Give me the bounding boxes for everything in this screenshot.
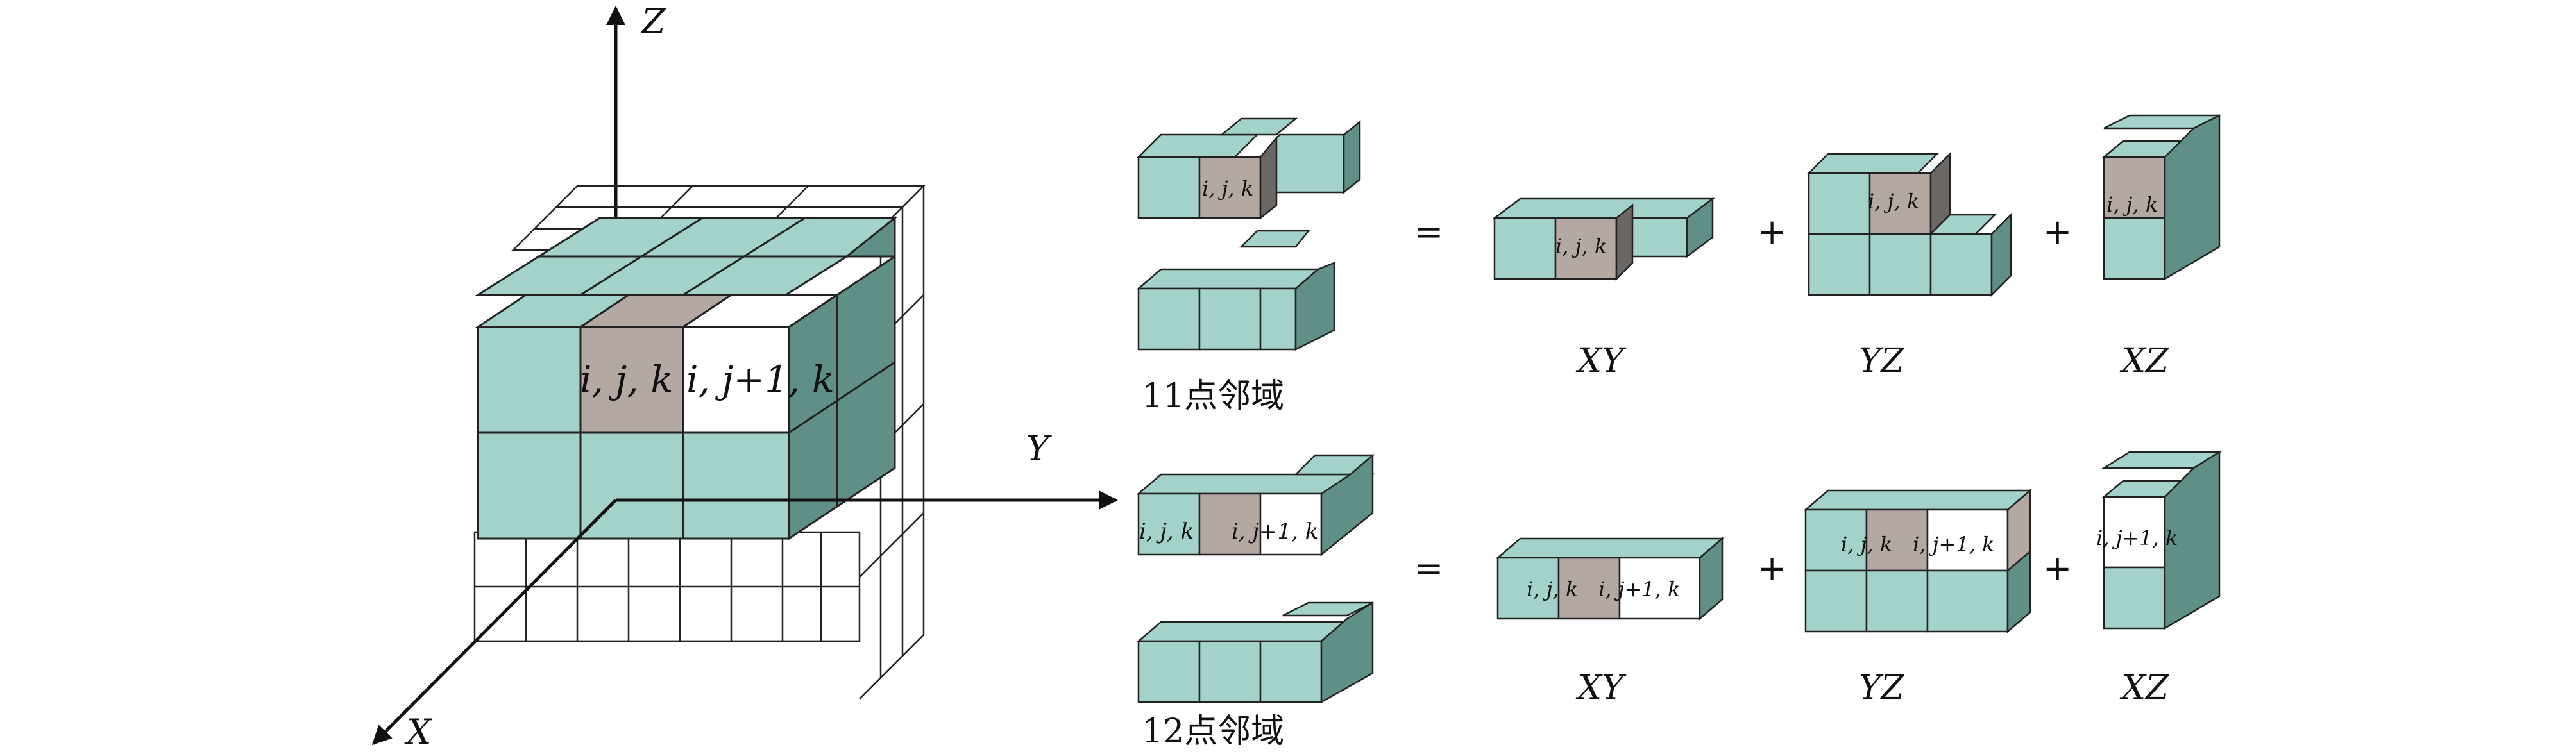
row1-yz-caption: YZ [1859,342,1904,380]
row2-plus-1: + [1758,548,1786,589]
row2-stencil-top [1136,453,1375,557]
big-cell-label-right: i, j+1, k [686,358,835,401]
row1-plus-2: + [2043,212,2072,252]
row2-stencil-label-2: i, j+1, k [1232,519,1318,544]
big-lattice: Z [371,1,1118,752]
row1-xy-caption: XY [1575,342,1627,380]
row1-xy-plane [1492,197,1715,281]
row1-stencil-top [1136,117,1361,220]
z-axis-label: Z [640,1,666,42]
row2-xz-cell-label: i, j+1, k [2096,526,2178,550]
solid-block [474,215,898,540]
row2-xz-plane [2101,450,2223,630]
big-cell-label-center: i, j, k [580,358,673,401]
row2-equals: = [1414,548,1443,589]
row1-caption: 11点邻域 [1142,377,1284,415]
row2-xy-caption: XY [1575,669,1627,707]
row1-xz-cell-label: i, j, k [2106,192,2158,217]
row2-yz-plane [1803,489,2033,633]
row2-plus-2: + [2043,548,2072,589]
row2-yz-label-2: i, j+1, k [1913,532,1994,557]
row2-stencil-bottom [1136,601,1374,704]
row1-xz-plane [2101,113,2221,281]
row2-caption: 12点邻域 [1142,712,1284,751]
row1-stencil-cell-label: i, j, k [1202,176,1253,201]
row1-yz-plane [1806,151,2012,297]
row2-yz-label-1: i, j, k [1841,532,1892,557]
row1-yz-cell-label: i, j, k [1868,189,1919,214]
y-axis-label: Y [1026,428,1052,469]
x-axis-label: X [404,712,433,752]
row1-equals: = [1414,212,1443,252]
row1-stencil-bottom [1136,230,1335,351]
row-11-point: i, j, k 11点邻域 = i, j, k XY + [1136,113,2221,415]
row2-yz-caption: YZ [1859,669,1904,707]
row2-xy-label-2: i, j+1, k [1598,577,1680,601]
row2-stencil-label-1: i, j, k [1139,519,1194,544]
row2-xy-plane [1495,537,1725,621]
row2-xz-caption: XZ [2119,669,2169,707]
row-12-point: i, j, k i, j+1, k 12点邻域 = i, j, k i, j+1… [1136,450,2223,751]
row1-plus-1: + [1758,212,1786,252]
row1-xz-caption: XZ [2119,342,2169,380]
row2-xy-label-1: i, j, k [1527,577,1578,601]
x-axis [371,499,617,746]
row1-xy-cell-label: i, j, k [1555,234,1607,258]
